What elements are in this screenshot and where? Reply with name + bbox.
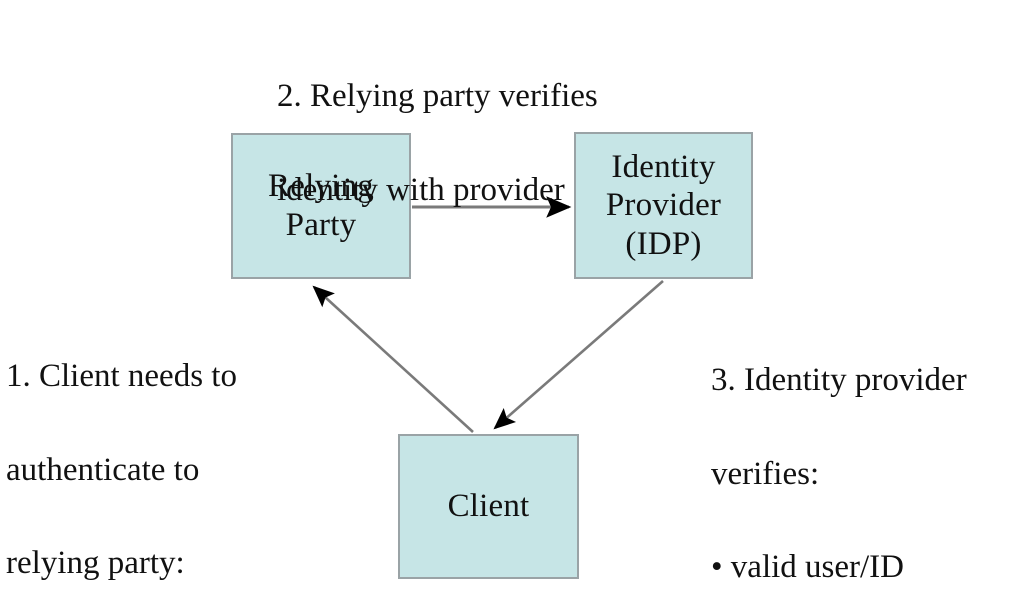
caption-step-2-line-1: 2. Relying party verifies [277,77,598,114]
caption-step-1-line-3: relying party: [6,545,185,582]
node-client[interactable]: Client [398,434,579,579]
edge-identity-provider-to-client [493,280,664,430]
node-client-label: Client [447,488,530,525]
caption-step-3-line-2: verifies: [711,455,820,492]
caption-step-3: 3. Identity provider verifies: • valid u… [711,310,1036,590]
caption-step-3-line-1: 3. Identity provider [711,361,967,398]
caption-step-2: 2. Relying party verifies identity with … [277,26,747,260]
caption-step-2-line-2: identity with provider [277,171,565,208]
caption-step-1-line-1: 1. Client needs to [6,357,237,394]
caption-step-3-bullet-1: • valid user/ID [711,549,905,586]
edge-client-to-relying-party [312,285,474,433]
caption-step-1: 1. Client needs to authenticate to relyi… [6,306,336,590]
caption-step-1-line-2: authenticate to [6,451,200,488]
